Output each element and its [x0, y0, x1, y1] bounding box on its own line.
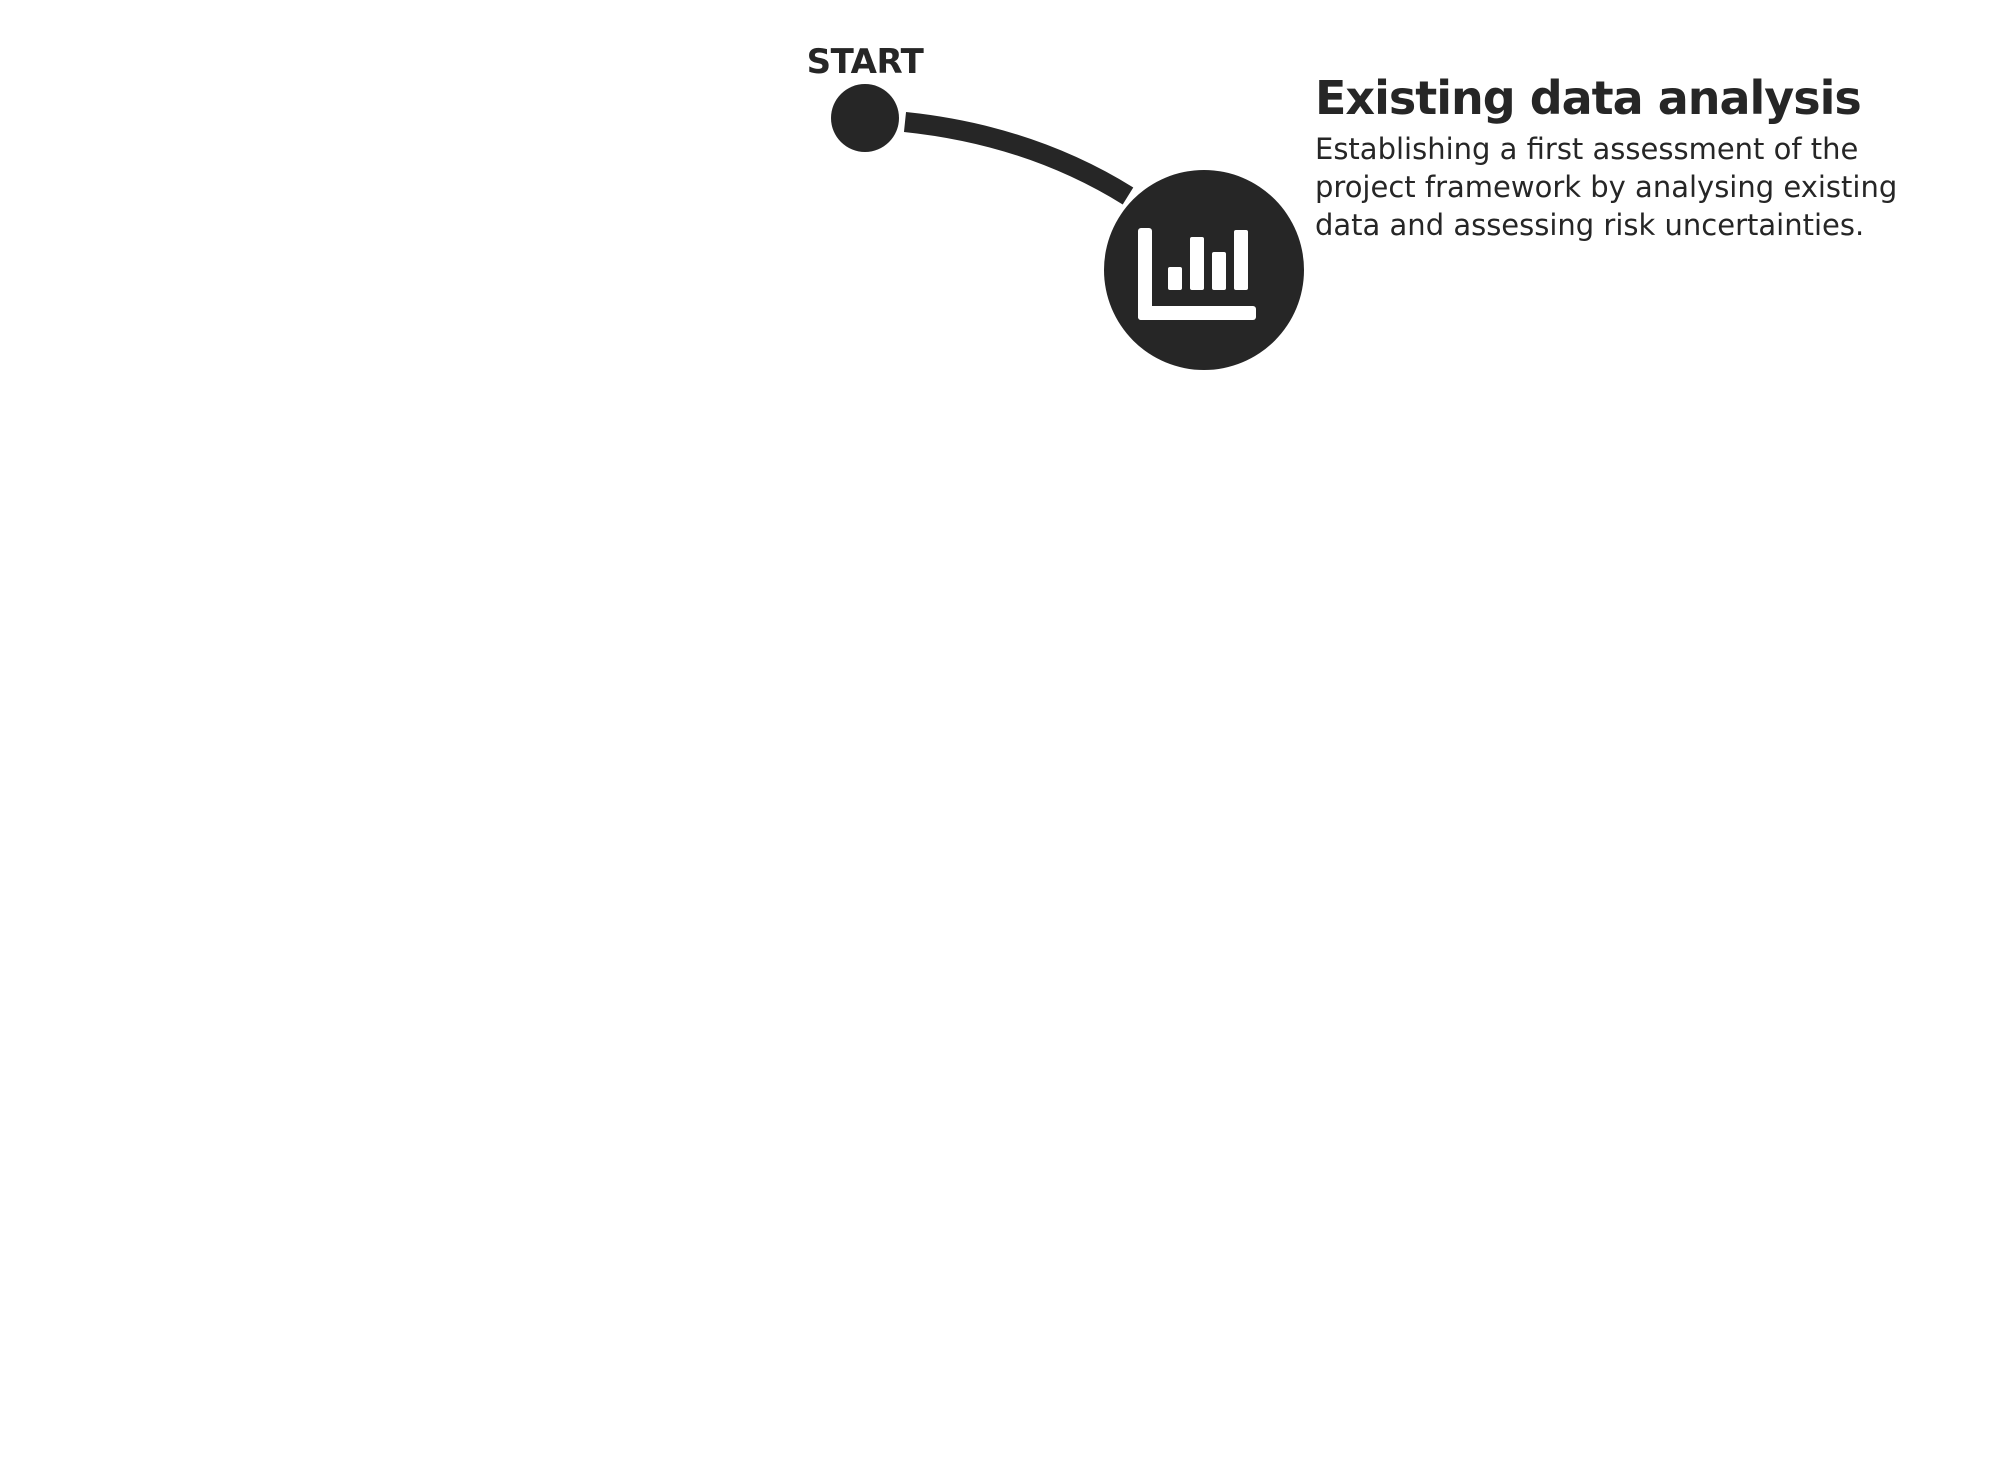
bar-chart-icon	[1138, 228, 1256, 320]
connector-path	[903, 112, 1134, 205]
step-title: Existing data analysis	[1315, 71, 1862, 125]
start-node[interactable]	[831, 84, 899, 152]
step-description: Establishing a first assessment of the p…	[1315, 132, 1898, 242]
step-text-block: Existing data analysis Establishing a fi…	[1315, 70, 1975, 244]
start-label: START	[806, 42, 924, 82]
step-node[interactable]	[1104, 170, 1304, 370]
